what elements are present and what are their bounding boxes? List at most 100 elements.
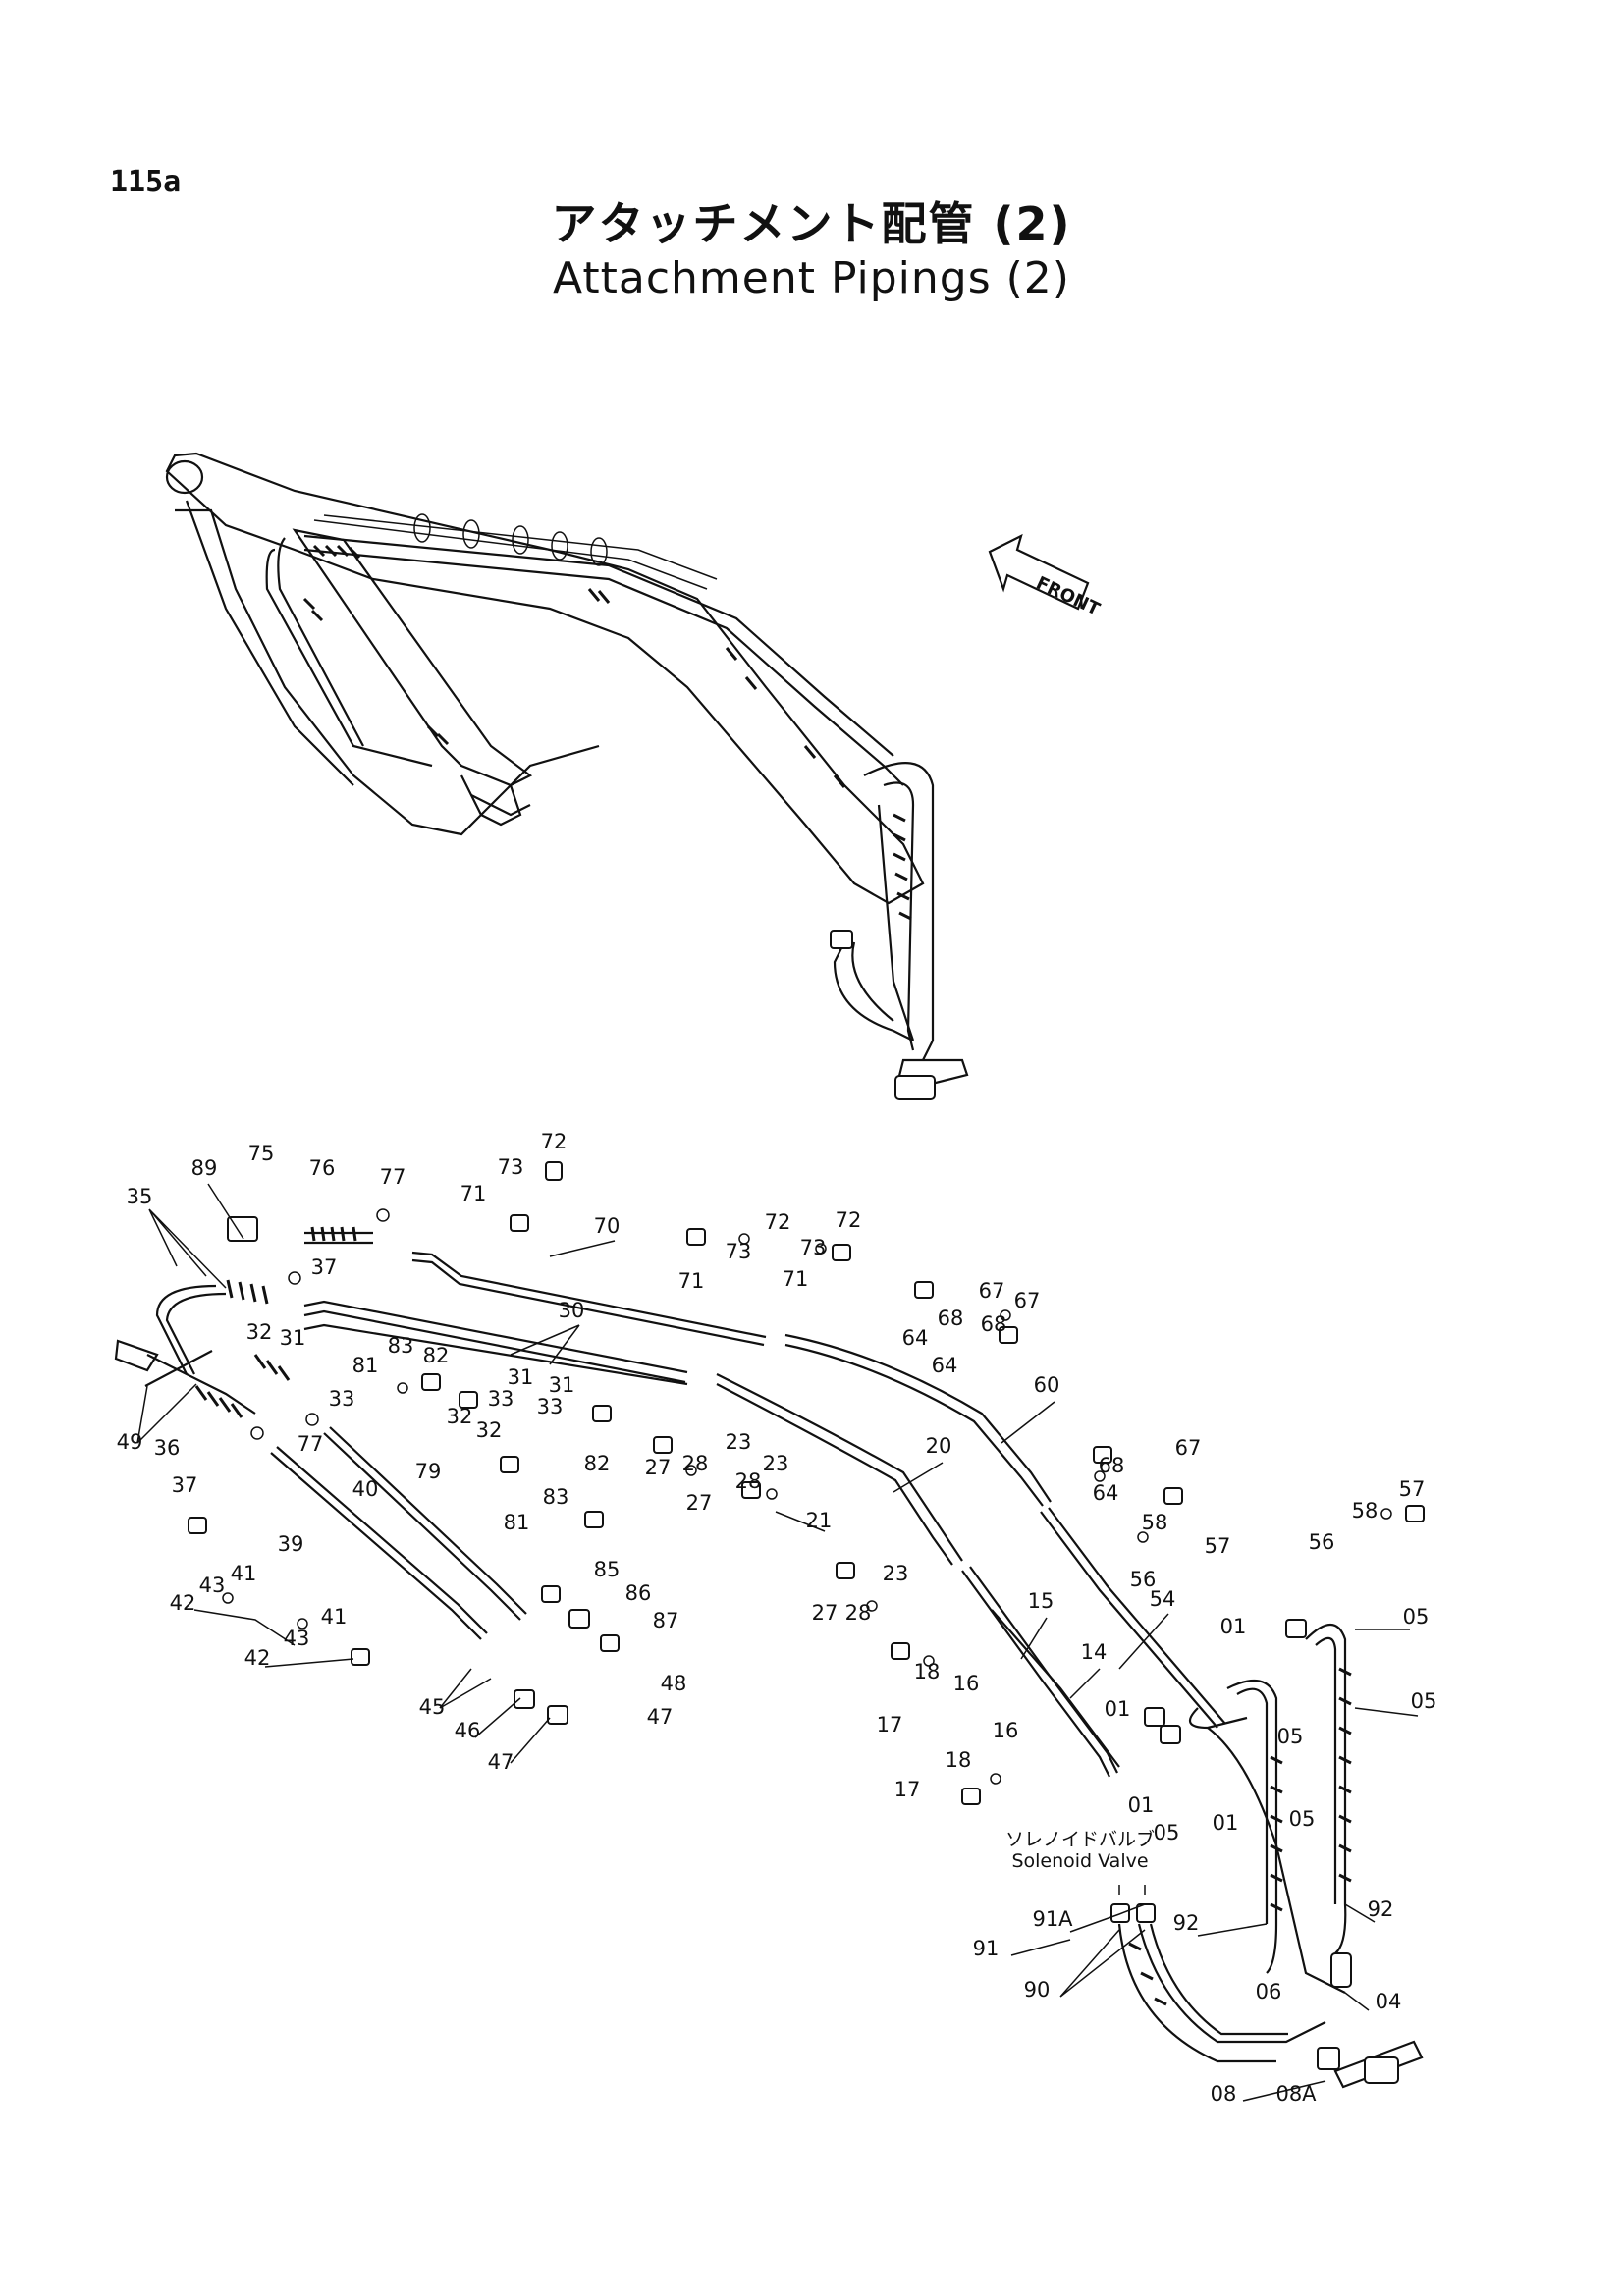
part-number-label: 32: [447, 1405, 473, 1428]
part-number-label: 15: [1028, 1589, 1055, 1613]
part-number-label: 17: [877, 1713, 903, 1736]
part-number-label: 43: [284, 1627, 310, 1650]
part-number-label: 71: [783, 1267, 809, 1291]
part-number-label: 56: [1130, 1568, 1157, 1591]
front-direction-arrow: FRONT: [988, 533, 1104, 620]
part-number-label: 89: [191, 1156, 218, 1180]
part-number-label: 42: [244, 1646, 271, 1670]
part-number-label: 75: [248, 1142, 275, 1165]
part-number-label: 21: [806, 1509, 833, 1532]
part-number-label: 68: [1099, 1454, 1125, 1477]
exploded-parts-drawing: [114, 1161, 1425, 2089]
part-number-label: 27: [645, 1456, 672, 1479]
part-number-label: 90: [1024, 1978, 1051, 2002]
part-number-label: 41: [231, 1562, 257, 1585]
part-number-label: 72: [541, 1130, 568, 1153]
part-number-label: 33: [537, 1395, 564, 1418]
part-number-label: 08: [1211, 2082, 1237, 2106]
part-number-label: 06: [1256, 1980, 1282, 2003]
part-number-label: 08A: [1275, 2082, 1317, 2106]
part-number-label: 56: [1309, 1530, 1335, 1554]
part-number-label: 41: [321, 1605, 348, 1629]
part-number-label: 57: [1205, 1534, 1231, 1558]
part-number-label: 46: [455, 1719, 481, 1742]
part-number-label: 36: [154, 1436, 181, 1460]
page-title-japanese: アタッチメント配管 (2): [551, 197, 1072, 250]
part-number-label: 31: [549, 1373, 575, 1397]
part-number-label: 16: [953, 1672, 980, 1695]
part-number-label: 68: [938, 1307, 964, 1330]
part-number-label: 30: [559, 1299, 585, 1322]
solenoid-valve-label-ja: ソレノイドバルブ: [1005, 1828, 1155, 1850]
part-number-label: 47: [488, 1750, 514, 1774]
part-number-label: 43: [199, 1574, 226, 1597]
part-number-label: 28: [682, 1452, 709, 1475]
part-number-label: 77: [380, 1165, 406, 1189]
part-number-label: 33: [329, 1387, 355, 1411]
part-number-label: 27: [812, 1601, 839, 1625]
part-number-label: 40: [352, 1477, 379, 1501]
part-number-label: 58: [1142, 1511, 1168, 1534]
part-number-label: 16: [993, 1719, 1019, 1742]
part-number-label: 86: [625, 1581, 652, 1605]
part-number-label: 18: [914, 1660, 941, 1683]
part-number-label: 83: [543, 1485, 569, 1509]
part-number-label: 79: [415, 1460, 442, 1483]
part-number-label: 73: [800, 1236, 827, 1259]
part-number-label: 83: [388, 1334, 414, 1358]
part-number-label: 85: [594, 1558, 621, 1581]
part-number-label: 28: [735, 1469, 762, 1493]
part-number-label: 58: [1352, 1499, 1379, 1522]
part-number-label: 82: [423, 1344, 450, 1367]
part-number-label: 77: [298, 1432, 324, 1456]
part-number-label: 64: [932, 1354, 958, 1377]
part-number-label: 67: [1175, 1436, 1202, 1460]
part-number-label: 64: [1093, 1481, 1119, 1505]
part-number-label: 05: [1403, 1605, 1430, 1629]
part-number-label: 31: [508, 1365, 534, 1389]
part-number-label: 67: [979, 1279, 1005, 1303]
part-number-label: 27: [686, 1491, 713, 1515]
part-number-label: 01: [1213, 1811, 1239, 1835]
part-number-label: 35: [127, 1185, 153, 1208]
part-number-label: 04: [1376, 1990, 1402, 2013]
part-number-label: 05: [1154, 1821, 1180, 1844]
part-number-label: 05: [1277, 1725, 1304, 1748]
part-number-label: 05: [1411, 1689, 1437, 1713]
part-number-label: 45: [419, 1695, 446, 1719]
part-number-label: 91A: [1032, 1907, 1073, 1931]
part-number-label: 57: [1399, 1477, 1426, 1501]
part-number-label: 76: [309, 1156, 336, 1180]
part-number-label: 82: [584, 1452, 611, 1475]
part-number-label: 54: [1150, 1587, 1176, 1611]
part-number-label: 72: [836, 1208, 862, 1232]
part-number-label: 01: [1128, 1793, 1155, 1817]
page-title-english: Attachment Pipings (2): [553, 253, 1070, 303]
part-number-label: 73: [726, 1240, 752, 1263]
part-number-label: 47: [647, 1705, 674, 1729]
part-number-label: 92: [1173, 1911, 1200, 1935]
part-number-label: 71: [678, 1269, 705, 1293]
solenoid-valve-label-en: Solenoid Valve: [1011, 1850, 1148, 1872]
part-number-label: 60: [1034, 1373, 1060, 1397]
part-number-label: 23: [883, 1562, 909, 1585]
part-number-label: 33: [488, 1387, 514, 1411]
part-number-label: 73: [498, 1155, 524, 1179]
part-number-label: 71: [460, 1182, 487, 1205]
part-number-label: 31: [280, 1326, 306, 1350]
part-number-label: 20: [926, 1434, 952, 1458]
part-number-label: 23: [726, 1430, 752, 1454]
part-number-label: 14: [1081, 1640, 1108, 1664]
part-number-label: 39: [278, 1532, 304, 1556]
part-number-label: 42: [170, 1591, 196, 1615]
part-number-label: 28: [845, 1601, 872, 1625]
part-number-label: 37: [311, 1255, 338, 1279]
part-number-label: 87: [653, 1609, 679, 1632]
part-number-label: 23: [763, 1452, 789, 1475]
part-number-label: 64: [902, 1326, 929, 1350]
front-label: FRONT: [1033, 572, 1104, 619]
part-number-label: 32: [476, 1418, 503, 1442]
part-number-label: 81: [352, 1354, 379, 1377]
part-number-label: 17: [894, 1778, 921, 1801]
